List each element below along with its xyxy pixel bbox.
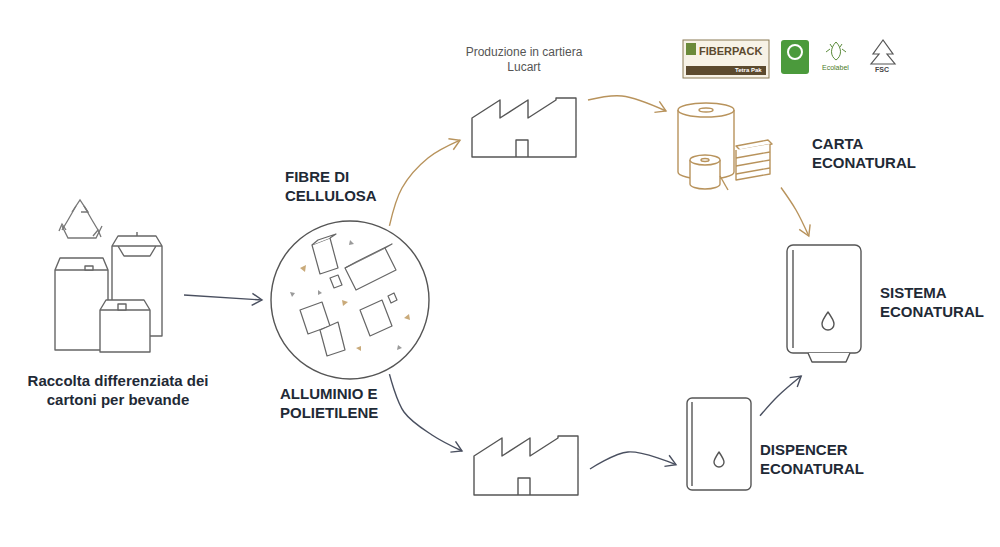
circle-outline <box>270 220 430 380</box>
flow-arrow <box>781 188 809 237</box>
node-label: ALLUMINIO E POLIETILENE <box>280 385 405 423</box>
node-label: SISTEMA ECONATURAL <box>880 284 1000 322</box>
material-circle: FIBRE DI CELLULOSAALLUMINIO E POLIETILEN… <box>270 220 430 380</box>
fragment-bits <box>290 240 410 351</box>
recycle-symbol <box>59 200 102 238</box>
carton-fragments <box>300 234 397 356</box>
system-node: SISTEMA ECONATURAL <box>786 244 862 362</box>
logo-text: Ecolabel <box>822 64 849 72</box>
collection-node: Raccolta differenziata dei cartoni per b… <box>45 205 170 355</box>
carton-illustration <box>55 232 162 352</box>
dispenser-node: DISPENCER ECONATURAL <box>686 397 752 491</box>
logo-text: FIBERPACK <box>699 45 762 57</box>
node-label: Raccolta differenziata dei cartoni per b… <box>23 372 213 410</box>
node-label: DISPENCER ECONATURAL <box>760 441 885 479</box>
circle-outline <box>271 221 429 379</box>
flow-arrow <box>588 96 666 111</box>
paper-rolls <box>678 103 772 190</box>
flow-arrow <box>389 140 460 226</box>
certification-logos <box>683 40 895 78</box>
factory-node: Produzione in cartiera Lucart <box>470 97 578 157</box>
factory-symbol <box>472 98 578 495</box>
node-label: Produzione in cartiera Lucart <box>464 45 584 75</box>
flow-arrow <box>590 452 676 469</box>
logo-text: FSC <box>875 66 889 74</box>
flow-arrow <box>184 295 262 300</box>
flow-arrow <box>760 376 801 416</box>
flow-arrow <box>389 374 462 451</box>
node-label: FIBRE DI CELLULOSA <box>285 168 395 206</box>
node-label: CARTA ECONATURAL <box>812 135 937 173</box>
factory-node <box>472 436 580 496</box>
paper-node: CARTA ECONATURAL <box>676 102 773 192</box>
logo-text: Tetra Pak <box>735 67 762 74</box>
